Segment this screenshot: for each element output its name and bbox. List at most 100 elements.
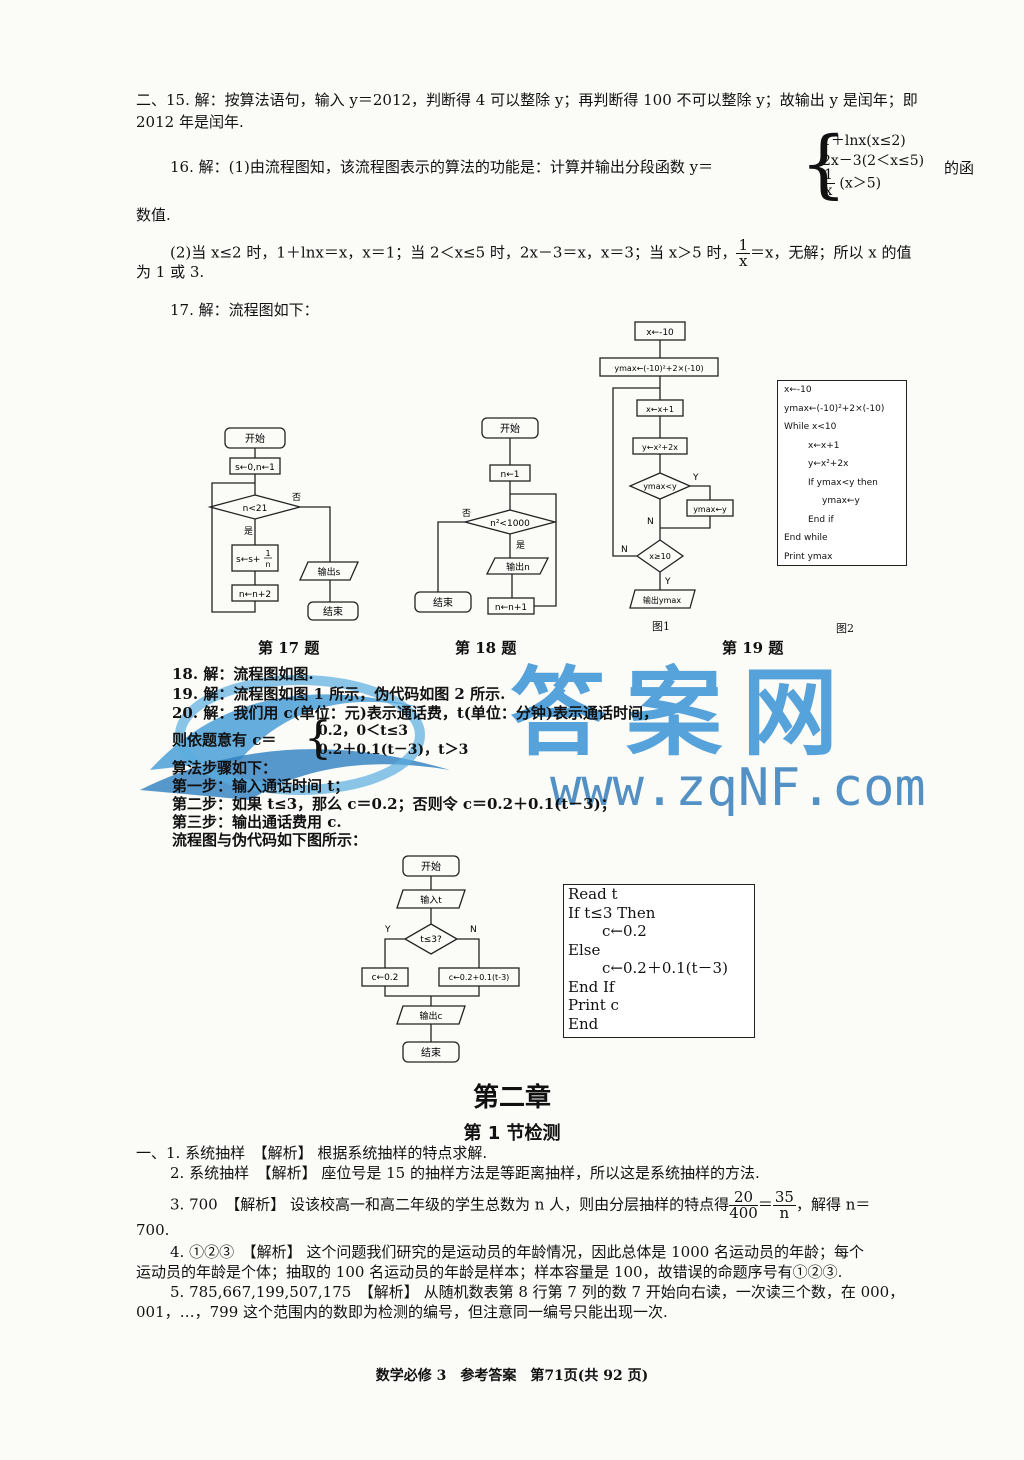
q16-brace: {: [800, 121, 848, 207]
fig18-incr: n←n+1: [495, 603, 527, 613]
q15-line2: 2012 年是闰年.: [136, 113, 244, 131]
fig19-code-line: ymax←y: [822, 496, 860, 506]
fig19-y-label: Y: [692, 473, 699, 483]
fig19-ymax: ymax←(-10)²+2×(-10): [614, 364, 703, 373]
fig19-n-label-2: N: [621, 545, 628, 555]
fig20-code-line: End If: [568, 977, 615, 996]
answer-1: 一、1. 系统抽样 【解析】 根据系统抽样的特点求解.: [136, 1144, 488, 1162]
fig19-incr: x←x+1: [646, 405, 674, 414]
fig19-caption: 第 19 题: [722, 639, 784, 657]
q18-line: 18. 解：流程图如图.: [172, 665, 314, 683]
fig20-right: c←0.2+0.1(t-3): [449, 973, 510, 982]
watermark-logo: 答案网 www.zqNF.com: [130, 640, 926, 830]
answer-3-line2: 700.: [136, 1221, 170, 1239]
q20-line4: 第一步：输入通话时间 t；: [172, 777, 350, 795]
figure-19-flowchart: x←-10 ymax←(-10)²+2×(-10) x←x+1 y←x²+2x …: [599, 321, 734, 609]
fig19-code-line: If ymax<y then: [808, 477, 878, 488]
q20-line7: 流程图与伪代码如下图所示：: [172, 831, 368, 849]
fig20-code-line: c←0.2＋0.1(t－3): [602, 959, 728, 977]
fig19-code-line: While x<10: [784, 422, 837, 432]
figure-20-flowchart: 开始 输入t t≤3? Y N c←0.2 c←0.2+0.1(t-3) 输出c…: [361, 855, 520, 1063]
watermark-cn: 答案网: [510, 657, 858, 769]
q16-case1: 1＋lnx(x≤2): [822, 133, 906, 149]
fig20-cond: t≤3?: [420, 935, 442, 945]
fig20-end: 结束: [421, 1046, 441, 1059]
q16-line3: (2)当 x≤2 时，1＋lnx＝x，x＝1；当 2＜x≤5 时，2x－3＝x，…: [170, 236, 912, 270]
fig18-end: 结束: [433, 596, 453, 609]
fig19-init: x←-10: [646, 328, 674, 338]
q17-heading: 17. 解：流程图如下：: [170, 301, 319, 319]
q20-line1: 20. 解：我们用 c(单位：元)表示通话费，t(单位：分钟)表示通话时间，: [172, 704, 658, 722]
fig19-calc: y←x²+2x: [642, 443, 678, 452]
fig19-code-line: ymax←(-10)²+2×(-10): [784, 403, 885, 414]
fig19-output: 输出ymax: [643, 595, 681, 605]
chapter-title: 第二章: [472, 1083, 551, 1113]
fig19-cond: ymax<y: [643, 482, 677, 491]
q20-line5: 第二步：如果 t≤3，那么 c＝0.2；否则令 c＝0.2＋0.1(t－3)；: [172, 795, 616, 813]
fig17-step-num: 1: [265, 549, 270, 558]
q16-tail: 的函: [944, 159, 975, 177]
fig17-step: s←s+: [236, 555, 260, 565]
fig17-step-den: n: [265, 560, 270, 569]
fig20-code-line: If t≤3 Then: [568, 903, 656, 922]
fig19-code-line: x←x+1: [808, 440, 840, 451]
fig19-fig2-label: 图2: [836, 622, 854, 635]
q20-line6: 第三步：输出通话费用 c.: [172, 813, 342, 831]
fig19-code-line: Print ymax: [784, 551, 833, 562]
fig17-end: 结束: [323, 605, 343, 618]
fig19-loop-cond: x≥10: [649, 552, 671, 561]
fig19-code-line: End while: [784, 533, 828, 543]
fig19-code-line: x←-10: [784, 385, 812, 395]
fig20-n-label: N: [470, 925, 477, 935]
fig20-code-line: Read t: [568, 885, 618, 903]
q20-brace: {: [304, 713, 332, 764]
q20-line3: 算法步骤如下：: [172, 759, 278, 777]
watermark-url: www.zqNF.com: [550, 758, 926, 818]
answer-5-line2: 001，…，799 这个范围内的数即为检测的编号，但注意同一编号只能出现一次.: [136, 1303, 668, 1321]
fig17-cond: n<21: [243, 504, 268, 514]
fig18-cond: n²<1000: [490, 519, 530, 529]
q15-line1: 二、15. 解：按算法语句，输入 y＝2012，判断得 4 可以整除 y；再判断…: [136, 91, 918, 109]
q16-line2: 数值.: [136, 206, 171, 224]
fig17-no: 否: [292, 492, 301, 503]
figure-17-flowchart: 开始 s←0,n←1 n<21 否 是 s←s+ 1 n n←n+2 输出s 结…: [207, 427, 360, 621]
fig20-left: c←0.2: [372, 973, 399, 983]
fig17-incr: n←n+2: [239, 590, 271, 600]
q20-case1: 0.2，0＜t≤3: [318, 723, 409, 739]
fig20-code-line: Else: [568, 940, 601, 959]
fig17-output: 输出s: [318, 566, 341, 578]
q20-case2: 0.2＋0.1(t－3)，t＞3: [318, 742, 469, 758]
q20-line2: 则依题意有 c＝: [172, 731, 277, 749]
answer-2: 2. 系统抽样 【解析】 座位号是 15 的抽样方法是等距离抽样，所以这是系统抽…: [170, 1164, 760, 1182]
fig19-y-label-2: Y: [664, 577, 671, 587]
fig18-init: n←1: [501, 470, 520, 480]
fig19-fig1-label: 图1: [652, 620, 670, 633]
q16-case2: 2x－3(2＜x≤5): [822, 153, 925, 169]
fig20-output: 输出c: [420, 1010, 443, 1022]
answer-4-line1: 4. ①②③ 【解析】 这个问题我们研究的是运动员的年龄情况，因此总体是 100…: [170, 1243, 865, 1261]
q19-line: 19. 解：流程图如图 1 所示，伪代码如图 2 所示.: [172, 685, 506, 703]
section-title: 第 1 节检测: [463, 1123, 561, 1144]
fig18-yes: 是: [516, 540, 525, 551]
fig20-code-line: c←0.2: [602, 922, 647, 940]
page-footer: 数学必修 3 参考答案 第71页(共 92 页): [375, 1368, 649, 1384]
answer-4-line2: 运动员的年龄是个体；抽取的 100 名运动员的年龄是样本；样本容量是 100，故…: [136, 1263, 843, 1281]
fig20-code-line: Print c: [568, 996, 619, 1014]
fig19-code-box: x←-10 ymax←(-10)²+2×(-10) While x<10 x←x…: [777, 380, 907, 566]
fig19-code-line: y←x²+2x: [808, 459, 849, 469]
fig19-assign: ymax←y: [693, 505, 727, 514]
fig18-output: 输出n: [506, 561, 530, 573]
fig19-code-line: End if: [808, 514, 834, 525]
fig18-start: 开始: [500, 422, 520, 435]
fig20-y-label: Y: [384, 925, 391, 935]
fig20-start: 开始: [421, 860, 441, 873]
q16-line4: 为 1 或 3.: [136, 263, 205, 281]
fig20-code-box: Read t If t≤3 Then c←0.2 Else c←0.2＋0.1(…: [563, 884, 755, 1038]
answer-3: 3. 700 【解析】 设该校高一和高二年级的学生总数为 n 人，则由分层抽样的…: [170, 1188, 871, 1222]
fig18-caption: 第 18 题: [455, 639, 517, 657]
q16-line1: 16. 解：(1)由流程图知，该流程图表示的算法的功能是：计算并输出分段函数 y…: [170, 158, 714, 176]
fig17-caption: 第 17 题: [258, 639, 320, 657]
fig20-input: 输入t: [420, 894, 442, 906]
fig18-no: 否: [462, 508, 471, 519]
